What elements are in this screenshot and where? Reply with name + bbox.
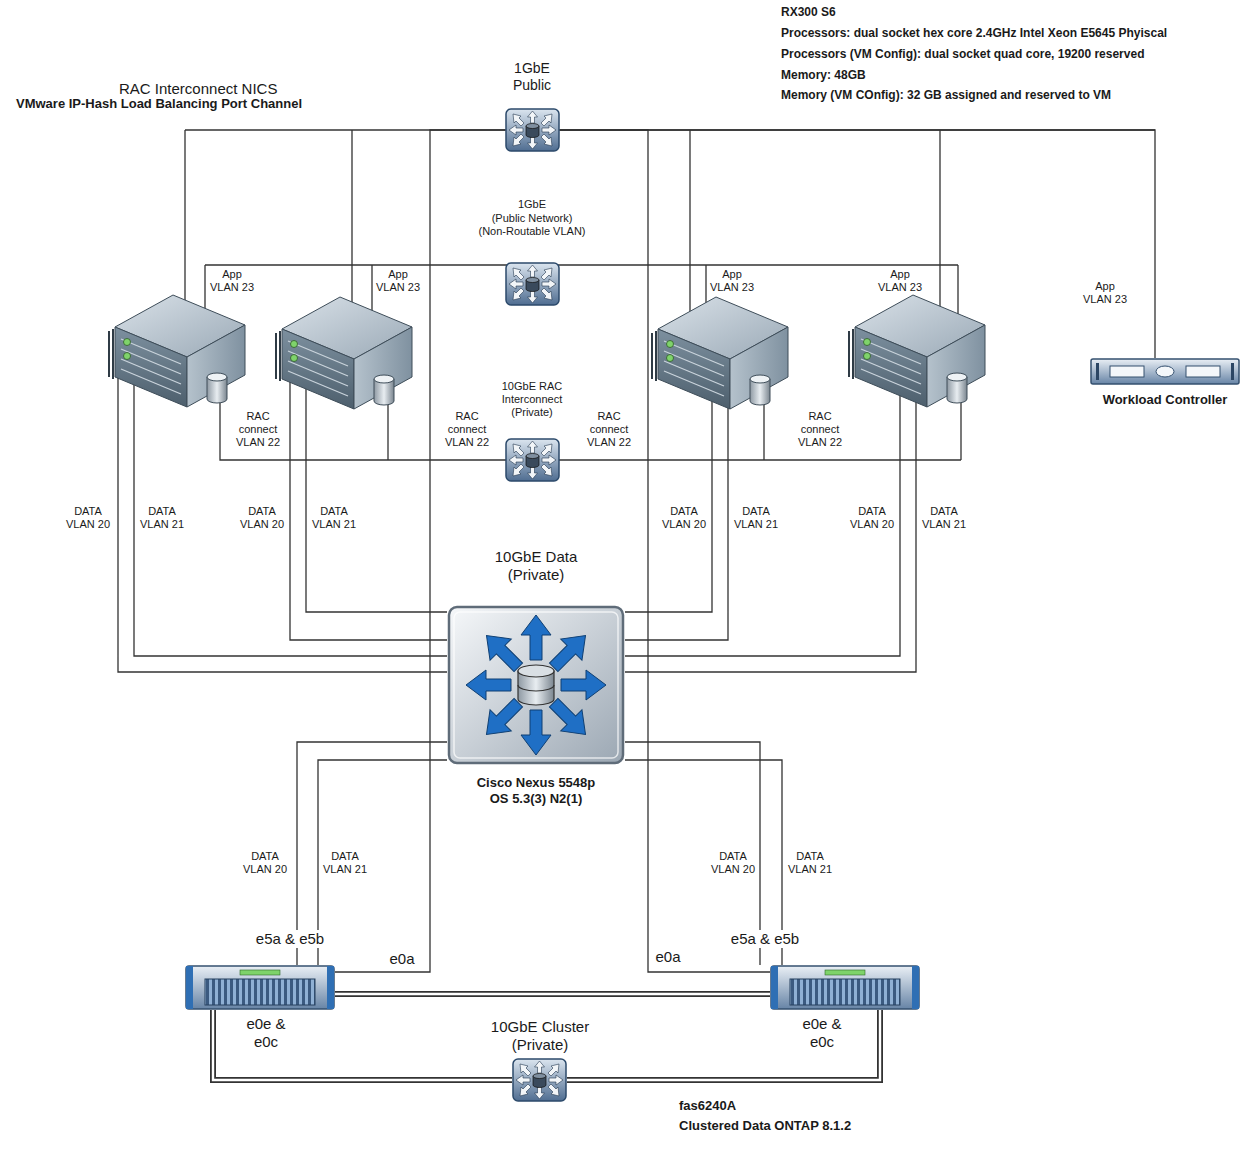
node-label: (Public Network) (Non-Routable VLAN): [476, 212, 588, 238]
cluster-cable: [213, 1010, 512, 1080]
node-label: e5a & e5b: [255, 930, 325, 948]
server-icon: [849, 295, 985, 407]
cluster-cable: [567, 1010, 880, 1080]
note-text: fas6240A: [678, 1098, 737, 1114]
node-label: 1GbE Public: [507, 60, 557, 94]
device-icon: [185, 965, 335, 1010]
cable-core: [335, 993, 770, 995]
vlan-label: DATA VLAN 20: [64, 505, 112, 531]
network-cable: [318, 760, 447, 965]
device-icon: [505, 262, 560, 306]
server-icon: [652, 297, 788, 409]
rac-wire: [220, 395, 961, 460]
device-icon: [512, 1058, 567, 1102]
device-icon-shape: [186, 966, 334, 1009]
node-label: e0a: [388, 950, 415, 968]
network-cable: [560, 130, 1155, 358]
device-icon-shape: [506, 439, 559, 481]
node-label: 1GbE: [476, 198, 588, 211]
note-text: Processors (VM Config): dual socket quad…: [780, 47, 1145, 61]
node-label: e0a: [654, 948, 681, 966]
vlan-label: App VLAN 23: [208, 268, 256, 294]
device-icon-shape: [771, 966, 919, 1009]
storage-controller: e5a & e5be0ae0e & e0c: [185, 965, 335, 1010]
server-icon: [276, 297, 412, 409]
device-icon-shape: [1091, 359, 1239, 384]
vlan-label: RAC connect VLAN 22: [583, 410, 635, 450]
node-label: e0e & e0c: [800, 1015, 844, 1051]
note-text: Memory: 48GB: [780, 68, 867, 82]
vlan-label: App VLAN 23: [708, 268, 756, 294]
edge-label: DATA VLAN 21: [321, 850, 369, 876]
vlan-label: DATA VLAN 21: [920, 505, 968, 531]
network-cable: [560, 130, 770, 972]
network-switch: 10GbE Cluster (Private): [512, 1058, 567, 1102]
node-label: 10GbE RAC Interconnect (Private): [495, 380, 570, 420]
network-wires: [118, 130, 1155, 672]
cable-core: [213, 1010, 512, 1080]
device-icon: [1090, 358, 1240, 385]
node-label: 10GbE Data (Private): [486, 548, 586, 584]
device-icon-shape: [506, 263, 559, 305]
node-label: e0e & e0c: [244, 1015, 288, 1051]
device-icon-shape: [513, 1059, 566, 1101]
device-icon-shape: [449, 607, 623, 763]
vlan-label: App VLAN 23: [876, 268, 924, 294]
device-icon-shape: [506, 109, 559, 151]
core-switch: 10GbE Data (Private)Cisco Nexus 5548p OS…: [447, 605, 625, 765]
note-text: Memory (VM COnfig): 32 GB assigned and r…: [780, 88, 1112, 102]
vlan-label: DATA VLAN 20: [848, 505, 896, 531]
cable-core: [567, 1010, 880, 1080]
edge-label: DATA VLAN 21: [786, 850, 834, 876]
network-switch: 1GbE(Public Network) (Non-Routable VLAN): [505, 262, 560, 306]
node-label: e5a & e5b: [730, 930, 800, 948]
edge-label: App VLAN 23: [1081, 280, 1129, 306]
vlan-label: DATA VLAN 20: [660, 505, 708, 531]
vlan-label: RAC connect VLAN 22: [441, 410, 493, 450]
network-switch: 10GbE RAC Interconnect (Private): [505, 438, 560, 482]
vlan-label: DATA VLAN 21: [310, 505, 358, 531]
vlan-label: RAC connect VLAN 22: [794, 410, 846, 450]
note-text: VMware IP-Hash Load Balancing Port Chann…: [15, 96, 303, 112]
device-icon: [447, 605, 625, 765]
vlan-label: DATA VLAN 21: [732, 505, 780, 531]
device-icon: [770, 965, 920, 1010]
node-label: Cisco Nexus 5548p OS 5.3(3) N2(1): [469, 775, 604, 806]
edge-label: DATA VLAN 20: [709, 850, 757, 876]
vlan-label: App VLAN 23: [374, 268, 422, 294]
device-icon: [505, 108, 560, 152]
note-text: Processors: dual socket hex core 2.4GHz …: [780, 26, 1168, 40]
cluster-cable: [335, 991, 770, 997]
vlan-label: RAC connect VLAN 22: [232, 410, 284, 450]
note-text: RX300 S6: [780, 5, 837, 19]
vlan-label: DATA VLAN 20: [238, 505, 286, 531]
device-icon: [505, 438, 560, 482]
node-label: 10GbE Cluster (Private): [485, 1018, 595, 1054]
server-icon: [109, 295, 245, 407]
network-cable: [335, 130, 505, 972]
note-text: Clustered Data ONTAP 8.1.2: [678, 1118, 852, 1134]
edge-label: DATA VLAN 20: [241, 850, 289, 876]
app-wire: [185, 130, 940, 330]
node-label: Workload Controller: [1102, 392, 1229, 408]
storage-controller: e5a & e5be0ae0e & e0c: [770, 965, 920, 1010]
vlan-label: DATA VLAN 21: [138, 505, 186, 531]
network-switch: 1GbE Public: [505, 108, 560, 152]
workload-controller: Workload Controller: [1090, 358, 1240, 385]
